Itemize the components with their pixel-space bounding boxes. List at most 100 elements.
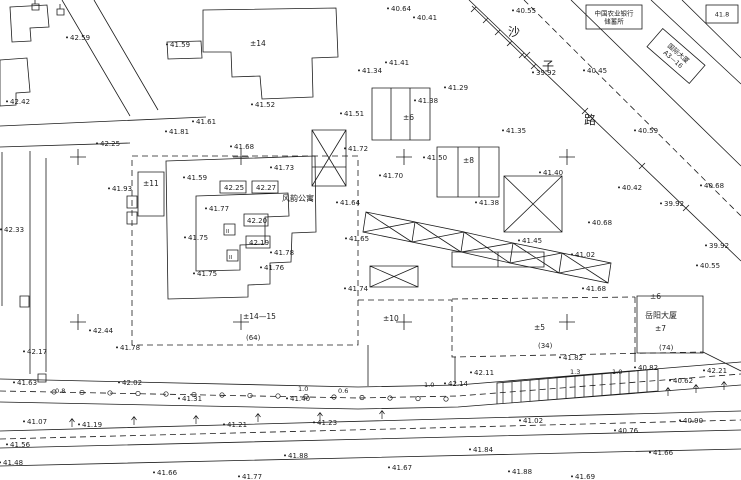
spot-elevation-dot	[634, 366, 636, 369]
spot-elevation-dot	[519, 419, 521, 422]
elevation-label: 41.67	[392, 464, 412, 472]
elevation-label: 40.59	[638, 127, 658, 135]
elevation-label: 41.23	[317, 419, 337, 427]
spot-elevation-dot	[571, 253, 573, 256]
value-label: 42.27	[256, 184, 276, 192]
spot-elevation-dot	[571, 475, 573, 478]
elevation-label: 41.40	[290, 395, 310, 403]
spot-elevation-dot	[66, 36, 68, 39]
pole-tick-symbol	[69, 418, 75, 427]
elevation-label: 41.48	[3, 459, 23, 467]
fence-post-symbol	[303, 393, 309, 400]
elevation-label: 40.90	[683, 417, 703, 425]
spot-elevation-dot	[238, 475, 240, 478]
spot-elevation-dot	[260, 266, 262, 269]
spot-elevation-dot	[284, 454, 286, 457]
slope-label: 1.0	[298, 385, 308, 393]
grid-cross	[396, 149, 412, 165]
elevation-label: 39.92	[536, 69, 556, 77]
spot-elevation-dot	[116, 346, 118, 349]
spot-elevation-dot	[223, 423, 225, 426]
fence-post-symbol	[443, 396, 449, 402]
value-label: (64)	[246, 334, 261, 342]
annotation-box: 41.8	[705, 4, 739, 24]
elevation-label: 41.51	[344, 110, 364, 118]
road-lines	[0, 0, 741, 467]
value-label: 42.20	[247, 217, 267, 225]
elevation-label: 42.25	[100, 140, 120, 148]
spot-elevation-dot	[286, 397, 288, 400]
road-name-char: 沙	[508, 25, 520, 39]
spot-elevation-dot	[469, 448, 471, 451]
elevation-label: 41.63	[17, 379, 37, 387]
elevation-label: 42.21	[707, 367, 727, 375]
spot-elevation-dot	[23, 350, 25, 353]
value-label: 42.25	[224, 184, 244, 192]
road-name-char: 路	[584, 112, 596, 127]
elevation-label: 42.11	[474, 369, 494, 377]
utility-symbols	[19, 0, 65, 383]
elevation-label: 41.76	[264, 264, 285, 272]
building-number-label: ±14	[250, 39, 266, 48]
slope-label: 1.3	[570, 368, 580, 376]
slope-label: 1.0	[424, 381, 434, 389]
fence-post-symbol	[191, 391, 197, 398]
elevation-label: 41.21	[227, 421, 247, 429]
spot-elevation-dot	[660, 202, 662, 205]
elevation-label: 41.68	[234, 143, 254, 151]
elevation-label: 41.75	[197, 270, 217, 278]
elevation-label: 41.88	[512, 468, 532, 476]
elevation-label: 41.52	[255, 101, 275, 109]
road-name-char: 子	[542, 59, 554, 73]
detail-label: II	[229, 255, 233, 261]
pole-tick-symbol	[193, 415, 199, 424]
spot-elevation-dot	[0, 461, 1, 464]
annotation-box-frame	[585, 4, 643, 30]
annotation-text: 41.8	[715, 11, 729, 19]
spot-elevation-dot	[345, 237, 347, 240]
spot-elevation-dot	[192, 120, 194, 123]
elevation-label: 40.45	[587, 67, 607, 75]
elevation-label: 40.55	[516, 7, 536, 15]
elevation-label: 40.55	[700, 262, 720, 270]
spot-elevation-dot	[153, 471, 155, 474]
elevation-label: 40.41	[417, 14, 437, 22]
fence-post-symbol	[79, 389, 85, 396]
elevation-label: 40.68	[704, 182, 724, 190]
elevation-label: 41.19	[82, 421, 102, 429]
spot-elevation-dot	[470, 371, 472, 374]
spot-elevation-dot	[413, 16, 415, 19]
spot-elevation-dot	[78, 423, 80, 426]
fence-post-symbol	[359, 394, 365, 401]
pole-tick-symbol	[255, 413, 261, 422]
elevation-label: 39.92	[664, 200, 684, 208]
fence-post-symbol	[387, 395, 393, 401]
spot-elevation-dot	[388, 466, 390, 469]
building-number-label: ±10	[383, 314, 399, 323]
elevation-label: 41.40	[543, 169, 563, 177]
spot-elevation-dot	[539, 171, 541, 174]
elevation-label: 41.07	[27, 418, 47, 426]
spot-elevation-dot	[13, 381, 15, 384]
fence-post-symbol	[275, 393, 281, 399]
elevation-label: 42.02	[122, 379, 142, 387]
elevation-label: 41.68	[586, 285, 606, 293]
elevation-label: 42.59	[70, 34, 90, 42]
spot-elevation-dot	[444, 382, 446, 385]
building-number-label: ±14—15	[243, 312, 276, 321]
spot-elevation-dot	[582, 287, 584, 290]
spot-elevation-dot	[118, 381, 120, 384]
elevation-label: 41.93	[112, 185, 132, 193]
elevation-label: 41.61	[196, 118, 216, 126]
spot-elevation-dot	[583, 69, 585, 72]
elevation-label: 40.82	[638, 364, 658, 372]
elevation-label: 41.82	[563, 354, 583, 362]
fence-post-symbol	[51, 389, 57, 395]
elevation-label: 41.73	[274, 164, 294, 172]
spot-elevation-dot	[270, 251, 272, 254]
spot-elevation-dot	[387, 7, 389, 10]
elevation-label: 39.92	[709, 242, 729, 250]
pole-tick-symbol	[721, 381, 727, 390]
